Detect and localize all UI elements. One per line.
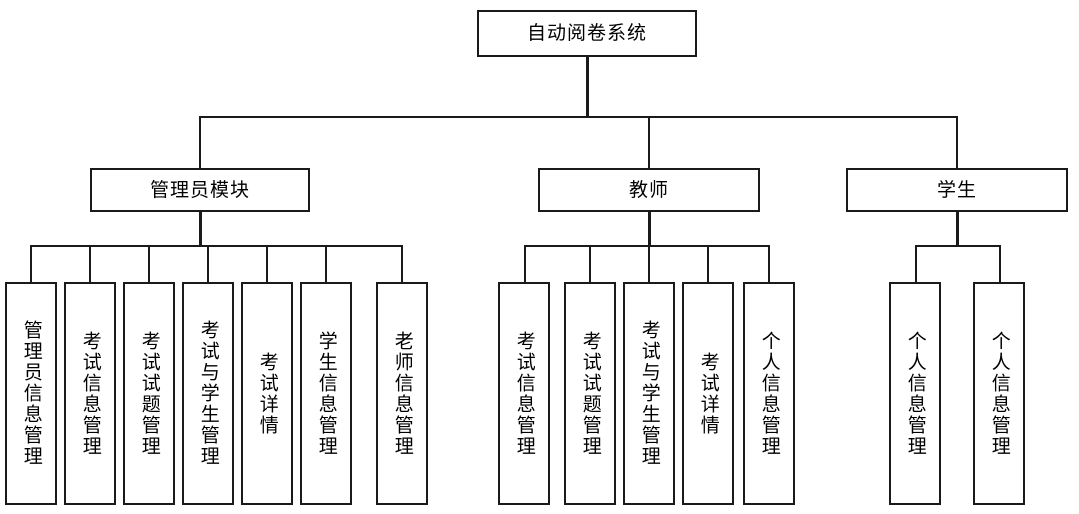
node-leaf-admin-5-label: 考试详情 bbox=[256, 351, 279, 436]
node-leaf-teacher-5[interactable]: 个人信息管理 bbox=[743, 282, 795, 505]
node-branch-student-label: 学生 bbox=[936, 178, 977, 201]
connector-teacher-leaf-3 bbox=[648, 245, 650, 282]
connector-bus-to-teacher bbox=[648, 116, 650, 168]
node-leaf-admin-3[interactable]: 考试试题管理 bbox=[123, 282, 175, 505]
connector-teacher-down bbox=[648, 212, 651, 246]
node-leaf-student-2-label: 个人信息管理 bbox=[988, 330, 1011, 457]
node-leaf-admin-6[interactable]: 学生信息管理 bbox=[300, 282, 352, 505]
connector-admin-bus bbox=[30, 245, 403, 247]
connector-student-leaf-1 bbox=[915, 245, 917, 282]
node-leaf-teacher-1-label: 考试信息管理 bbox=[513, 330, 536, 457]
node-leaf-admin-1-label: 管理员信息管理 bbox=[20, 320, 43, 467]
node-leaf-teacher-3-label: 考试与学生管理 bbox=[638, 320, 661, 467]
node-leaf-admin-7-label: 老师信息管理 bbox=[391, 330, 414, 457]
node-leaf-teacher-2-label: 考试试题管理 bbox=[579, 330, 602, 457]
node-leaf-student-2[interactable]: 个人信息管理 bbox=[973, 282, 1025, 505]
connector-teacher-bus bbox=[524, 245, 770, 247]
connector-root-down bbox=[586, 57, 589, 117]
connector-admin-leaf-5 bbox=[266, 245, 268, 282]
node-root-system[interactable]: 自动阅卷系统 bbox=[477, 10, 697, 57]
node-leaf-student-1[interactable]: 个人信息管理 bbox=[889, 282, 941, 505]
node-root-label: 自动阅卷系统 bbox=[526, 22, 647, 45]
connector-student-bus bbox=[915, 245, 1001, 247]
node-leaf-teacher-1[interactable]: 考试信息管理 bbox=[498, 282, 550, 505]
node-leaf-teacher-2[interactable]: 考试试题管理 bbox=[564, 282, 616, 505]
node-leaf-admin-1[interactable]: 管理员信息管理 bbox=[5, 282, 57, 505]
node-leaf-admin-5[interactable]: 考试详情 bbox=[241, 282, 293, 505]
node-branch-admin-label: 管理员模块 bbox=[149, 178, 250, 201]
node-branch-student[interactable]: 学生 bbox=[846, 168, 1068, 212]
node-leaf-admin-2-label: 考试信息管理 bbox=[79, 330, 102, 457]
node-leaf-admin-3-label: 考试试题管理 bbox=[138, 330, 161, 457]
node-leaf-admin-6-label: 学生信息管理 bbox=[315, 330, 338, 457]
connector-teacher-leaf-5 bbox=[768, 245, 770, 282]
node-leaf-teacher-5-label: 个人信息管理 bbox=[758, 330, 781, 457]
connector-student-leaf-2 bbox=[999, 245, 1001, 282]
connector-admin-leaf-4 bbox=[207, 245, 209, 282]
node-leaf-teacher-4[interactable]: 考试详情 bbox=[682, 282, 734, 505]
node-branch-admin[interactable]: 管理员模块 bbox=[90, 168, 310, 212]
node-leaf-teacher-4-label: 考试详情 bbox=[697, 351, 720, 436]
connector-student-down bbox=[956, 212, 959, 246]
connector-admin-leaf-1 bbox=[30, 245, 32, 282]
connector-admin-down bbox=[199, 212, 202, 246]
node-leaf-student-1-label: 个人信息管理 bbox=[904, 330, 927, 457]
connector-admin-leaf-7 bbox=[401, 245, 403, 282]
node-leaf-admin-7[interactable]: 老师信息管理 bbox=[376, 282, 428, 505]
connector-admin-leaf-2 bbox=[89, 245, 91, 282]
connector-admin-leaf-3 bbox=[148, 245, 150, 282]
node-leaf-admin-2[interactable]: 考试信息管理 bbox=[64, 282, 116, 505]
connector-admin-leaf-6 bbox=[325, 245, 327, 282]
connector-bus-to-admin bbox=[199, 116, 201, 168]
node-leaf-admin-4-label: 考试与学生管理 bbox=[197, 320, 220, 467]
connector-bus-to-student bbox=[956, 116, 958, 168]
node-leaf-teacher-3[interactable]: 考试与学生管理 bbox=[623, 282, 675, 505]
connector-teacher-leaf-1 bbox=[524, 245, 526, 282]
connector-teacher-leaf-2 bbox=[589, 245, 591, 282]
node-branch-teacher[interactable]: 教师 bbox=[538, 168, 760, 212]
connector-teacher-leaf-4 bbox=[707, 245, 709, 282]
node-branch-teacher-label: 教师 bbox=[628, 178, 669, 201]
connector-level2-bus bbox=[199, 116, 958, 118]
node-leaf-admin-4[interactable]: 考试与学生管理 bbox=[182, 282, 234, 505]
